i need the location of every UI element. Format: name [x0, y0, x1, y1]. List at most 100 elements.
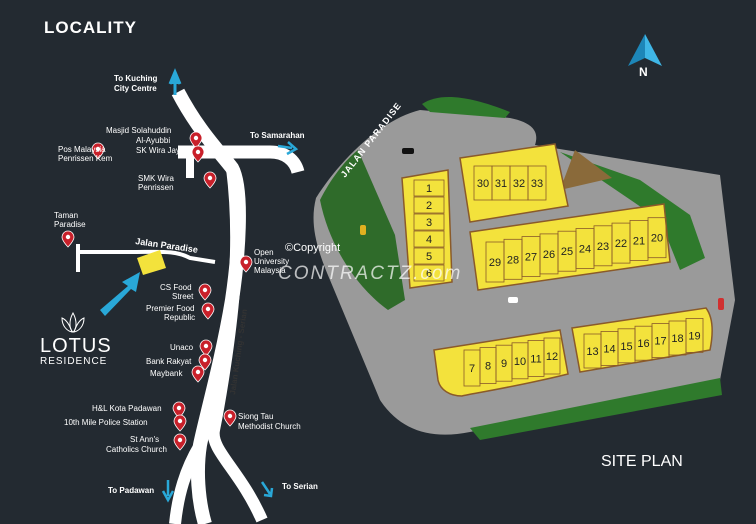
lot-number: 20	[651, 233, 663, 245]
brand-sub: RESIDENCE	[40, 356, 107, 367]
label-siong-1: Siong Tau	[238, 412, 273, 421]
lot-number: 27	[525, 252, 537, 264]
label-stann-1: St Ann's	[130, 435, 159, 444]
car-icon	[718, 298, 724, 310]
label-to-serian: To Serian	[282, 482, 318, 491]
lot-number: 4	[426, 234, 432, 246]
pin-siong-icon	[223, 409, 237, 427]
lot-number: 8	[485, 361, 491, 373]
lot-outline	[685, 317, 704, 353]
label-taman-2: Paradise	[54, 220, 86, 229]
lot-number: 12	[546, 351, 558, 363]
compass-letter: N	[639, 65, 648, 79]
label-hl: H&L Kota Padawan	[92, 404, 162, 413]
lot-outline	[413, 213, 445, 231]
label-open-univ-3: Malaysia	[254, 266, 286, 275]
lot-number: 9	[501, 358, 507, 370]
site-plan-title: SITE PLAN	[601, 453, 683, 470]
lot-outline	[413, 230, 445, 248]
label-to-samarahan: To Samarahan	[250, 131, 305, 140]
lot-number: 29	[489, 257, 501, 269]
lots-mid-group: 29 28 27 26 25 24 23 22 21 20	[485, 217, 667, 283]
arrow-kuching-icon	[168, 68, 182, 95]
label-premier-2: Republic	[164, 313, 195, 322]
car-icon	[402, 148, 414, 154]
lot-number: 16	[637, 338, 649, 350]
label-unaco: Unaco	[170, 343, 194, 352]
site-location-marker	[137, 250, 166, 275]
label-police: 10th Mile Police Station	[64, 418, 148, 427]
label-masjid-1: Masjid Solahuddin	[106, 126, 171, 135]
watermark-copyright: ©Copyright	[285, 242, 340, 254]
label-pos-1: Pos Malaysia	[58, 145, 106, 154]
lot-number: 18	[671, 333, 683, 345]
lot-number: 7	[469, 363, 475, 375]
road-jalan-paradise	[78, 249, 216, 264]
lot-outline	[413, 264, 445, 282]
label-siong-2: Methodist Church	[238, 422, 301, 431]
lot-number: 23	[597, 241, 609, 253]
lot-number: 28	[507, 254, 519, 266]
lot-number: 19	[688, 330, 700, 342]
greenery-south	[470, 378, 722, 440]
site-pointer-arrow-icon	[100, 272, 140, 316]
label-smk-1: SMK Wira	[138, 174, 175, 183]
label-smk-2: Penrissen	[138, 183, 174, 192]
label-pos-2: Penrissen Kem	[58, 154, 113, 163]
label-cs-food-1: CS Food	[160, 283, 192, 292]
lot-number: 26	[543, 249, 555, 261]
label-stann-2: Catholics Church	[106, 445, 167, 454]
lot-outline	[647, 217, 667, 259]
label-maybank: Maybank	[150, 369, 183, 378]
label-masjid-2: Al-Ayubbi	[136, 136, 170, 145]
label-open-univ-1: Open	[254, 248, 274, 257]
lot-number: 3	[426, 217, 432, 229]
lot-number: 24	[579, 244, 591, 256]
road-padawan	[169, 441, 206, 524]
arrow-samarahan-icon	[277, 141, 299, 156]
lot-outline	[543, 337, 561, 375]
label-to-kuching-2: City Centre	[114, 84, 157, 93]
lot-number: 21	[633, 235, 645, 247]
lot-number: 31	[495, 178, 507, 190]
lot-number: 1	[426, 183, 432, 195]
road-branch-serian	[207, 167, 268, 523]
pin-smk-icon	[203, 171, 217, 189]
lotus-logo-icon	[61, 311, 85, 333]
pin-cs-food-icon	[198, 283, 212, 301]
locality-title: LOCALITY	[44, 18, 137, 37]
lot-number: 22	[615, 238, 627, 250]
greenery-east	[560, 152, 705, 270]
lot-number: 33	[531, 178, 543, 190]
pin-police-icon	[173, 414, 187, 432]
pin-taman-icon	[61, 230, 75, 248]
arrow-serian-icon	[260, 481, 274, 498]
pin-premier-icon	[201, 302, 215, 320]
lot-outline	[527, 165, 547, 201]
plot-soil	[560, 150, 612, 190]
lot-number: 2	[426, 200, 432, 212]
lot-number: 32	[513, 178, 525, 190]
lot-outline	[413, 247, 445, 265]
brand-name: LOTUS	[40, 335, 112, 357]
lot-number: 13	[586, 346, 598, 358]
label-to-padawan: To Padawan	[108, 486, 154, 495]
road-samarahan	[178, 145, 305, 175]
lot-number: 5	[426, 251, 432, 263]
lot-number: 25	[561, 246, 573, 258]
car-icon	[360, 225, 366, 235]
lot-number: 10	[514, 356, 526, 368]
lot-block-mid: 29 28 27 26 25 24 23 22 21 20	[469, 203, 671, 291]
watermark-name: CONTRACTZ.com	[278, 263, 462, 284]
greenery-north	[422, 97, 510, 118]
label-to-kuching-1: To Kuching	[114, 74, 158, 83]
